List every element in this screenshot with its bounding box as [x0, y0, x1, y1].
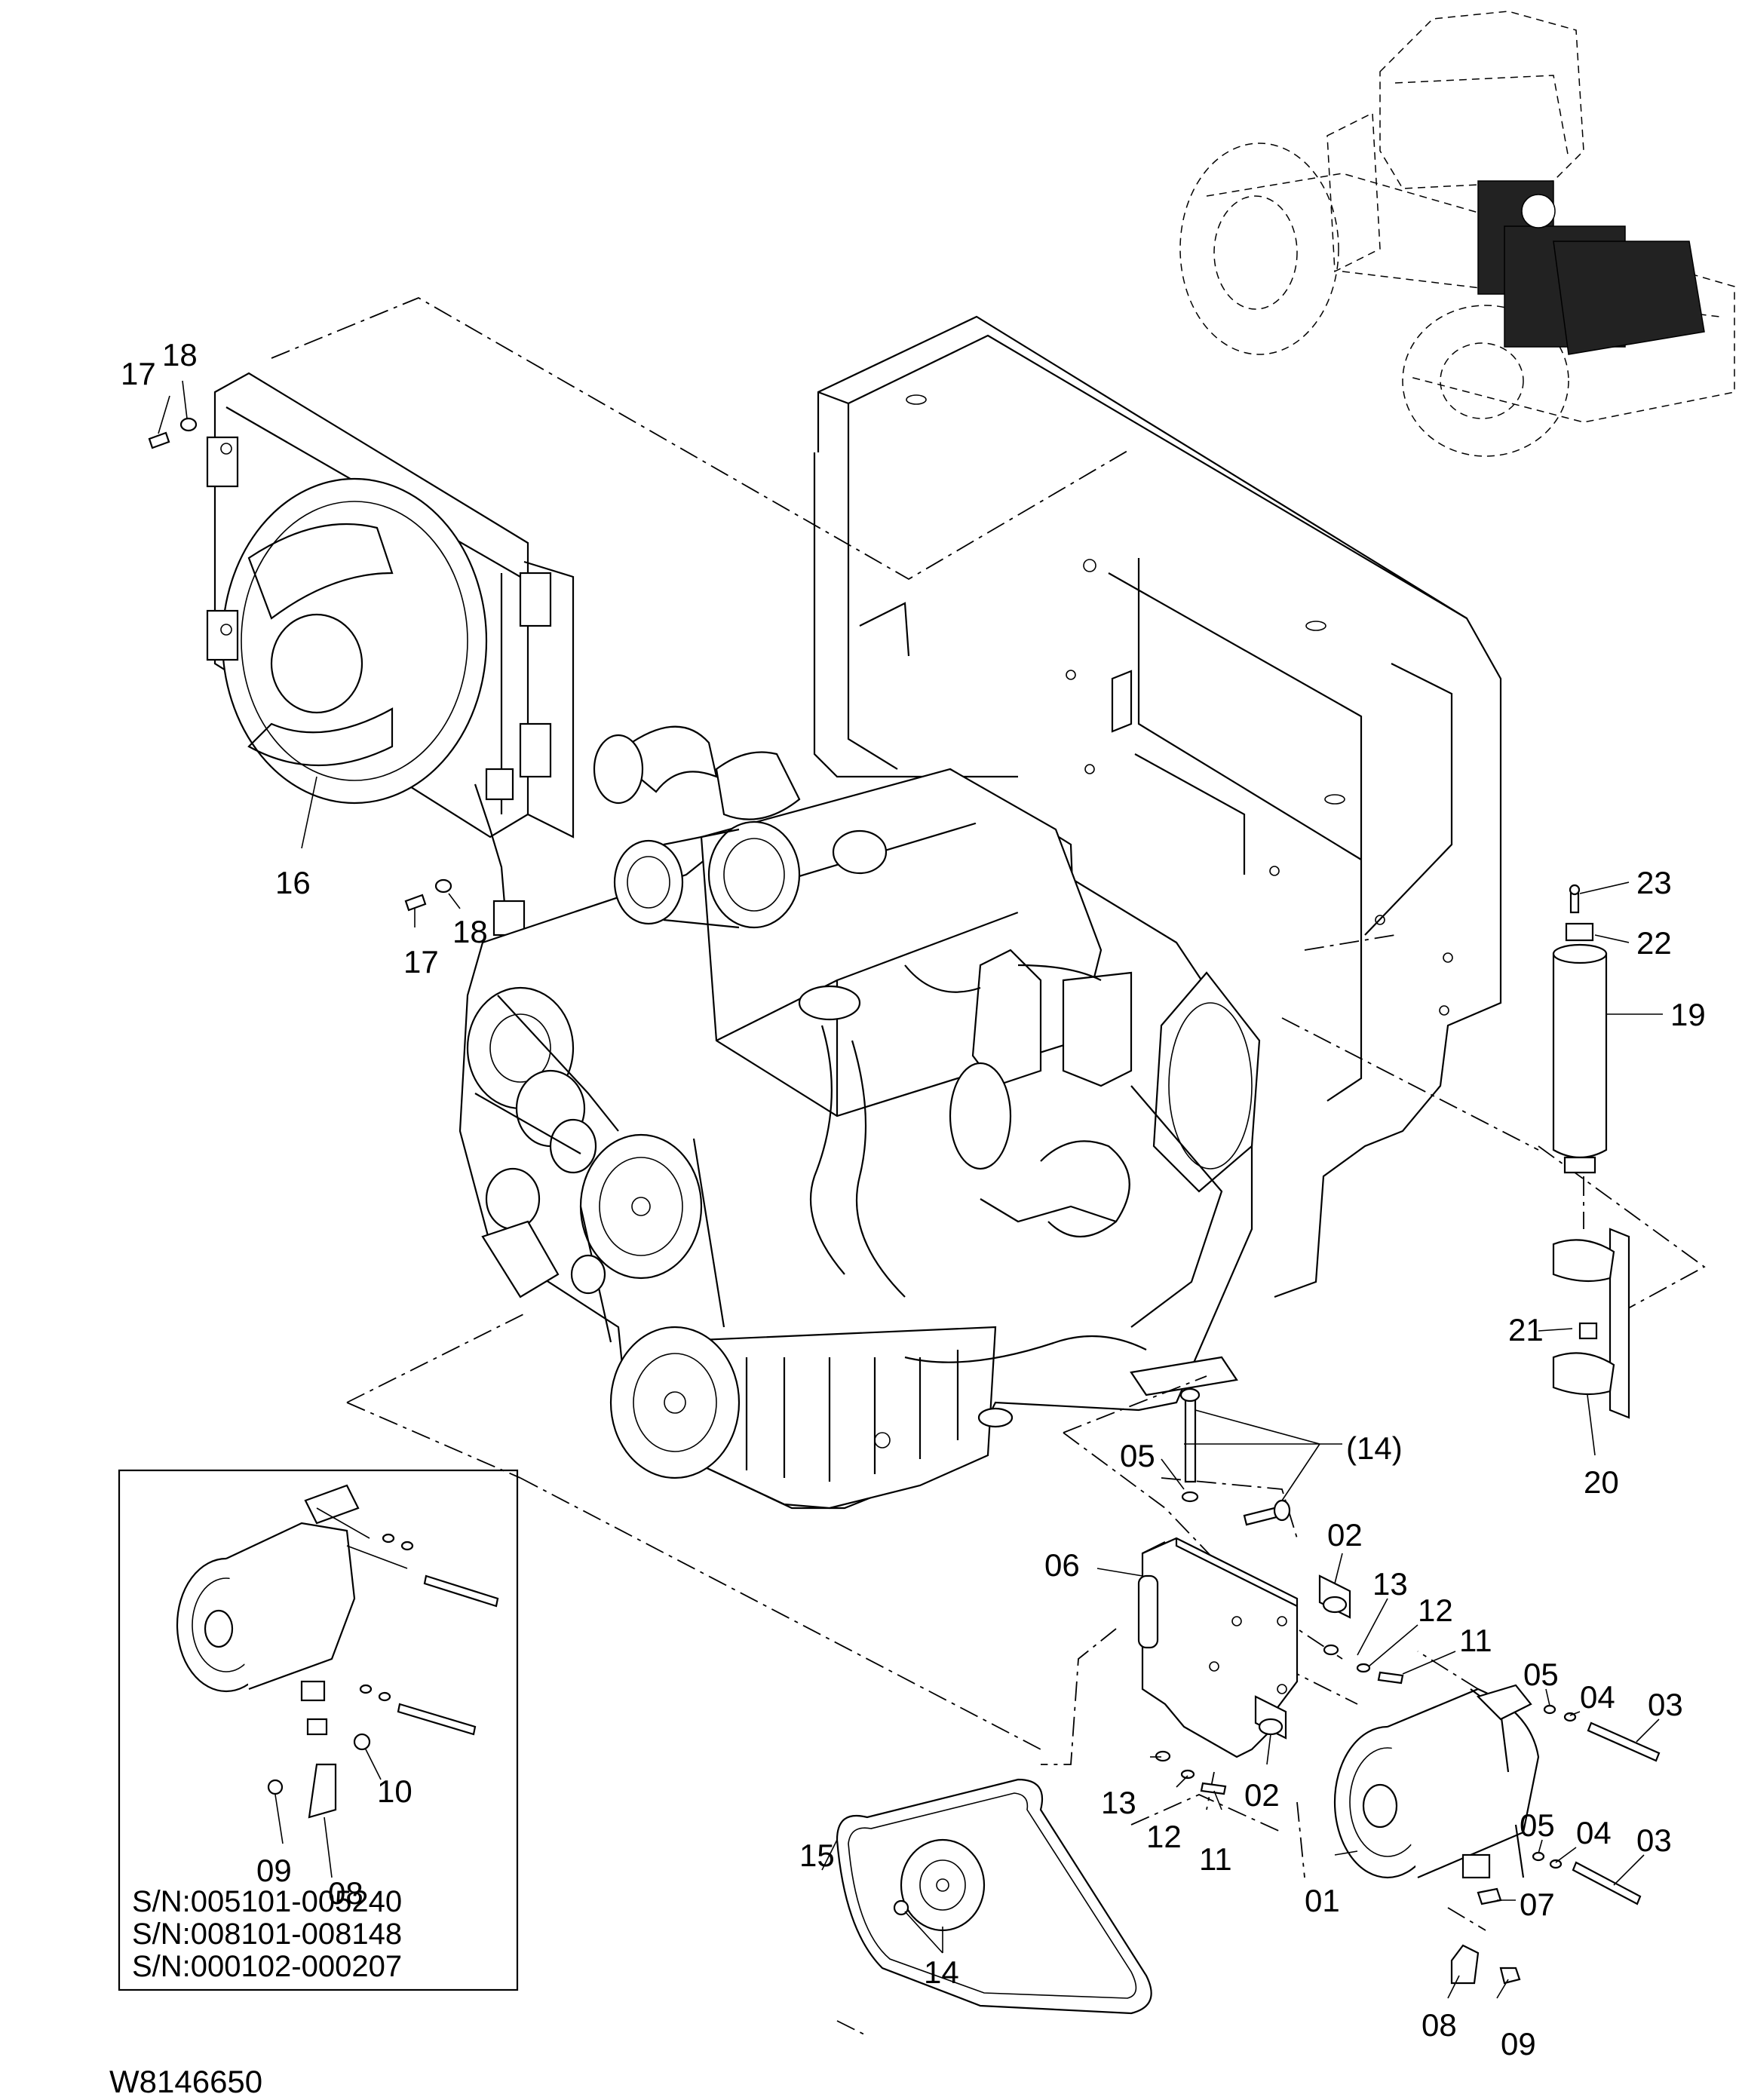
callout-13-lower: 13: [1101, 1785, 1136, 1820]
callout-04-lower: 04: [1576, 1815, 1612, 1850]
callout-16: 16: [275, 865, 311, 900]
callout-11-upper: 11: [1459, 1623, 1492, 1658]
callout-04-upper: 04: [1580, 1679, 1615, 1715]
callout-02-lower: 02: [1244, 1777, 1280, 1813]
spacers-and-washers: [1155, 1574, 1577, 1869]
drive-belt: [836, 1778, 1152, 2015]
callout-09-inset: 09: [256, 1853, 292, 1888]
variant-inset: [118, 1469, 519, 1991]
callout-03-lower: 03: [1636, 1823, 1672, 1858]
callout-06: 06: [1044, 1547, 1080, 1583]
receiver-bracket: [1552, 1228, 1630, 1419]
radiator-hardware: [148, 417, 452, 912]
callout-11-lower: 11: [1199, 1841, 1232, 1877]
receiver-dryer: [1552, 884, 1608, 1174]
callout-18-top: 18: [162, 337, 198, 372]
callout-05-upper: 05: [1523, 1657, 1559, 1692]
callout-14-set: (14): [1346, 1430, 1403, 1466]
drawing-reference-code: W8146650: [109, 2064, 262, 2099]
reference-lines: [271, 297, 1706, 2037]
serial-range-1: S/N:005101-005240: [132, 1885, 402, 1918]
callout-08-main: 08: [1422, 2007, 1457, 2043]
callout-05-bolt: 05: [1120, 1438, 1155, 1473]
callout-19: 19: [1670, 997, 1706, 1032]
callout-05-lower: 05: [1520, 1807, 1555, 1843]
bolt-set-14: [1179, 1387, 1291, 1526]
callout-21: 21: [1508, 1312, 1544, 1347]
ac-compressor: [1333, 1684, 1661, 1985]
callout-22: 22: [1636, 925, 1672, 961]
callout-17-top: 17: [121, 356, 156, 391]
callout-labels: 17 18 16 17 18 23 22 19 21 20 05 (14) 06…: [121, 337, 1706, 2062]
callout-14-pulley: 14: [924, 1954, 959, 1990]
turbocharger: [593, 725, 888, 929]
callout-10-inset: 10: [377, 1774, 412, 1809]
callout-23: 23: [1636, 865, 1672, 900]
callout-12-upper: 12: [1418, 1593, 1453, 1628]
callout-09-main: 09: [1501, 2026, 1536, 2062]
callout-08-inset: 08: [328, 1875, 363, 1911]
callout-13-upper: 13: [1372, 1566, 1408, 1602]
callout-20: 20: [1584, 1464, 1619, 1500]
serial-range-3: S/N:000102-000207: [132, 1950, 402, 1983]
callout-07: 07: [1520, 1887, 1555, 1922]
callout-17-bottom: 17: [403, 944, 439, 979]
callout-12-lower: 12: [1146, 1819, 1182, 1854]
callout-01: 01: [1305, 1883, 1340, 1918]
serial-range-2: S/N:008101-008148: [132, 1918, 402, 1951]
inset-serial-list: S/N:005101-005240 S/N:008101-008148 S/N:…: [132, 1885, 402, 1983]
machine-locator-view: [1179, 11, 1735, 457]
callout-18-bottom: 18: [452, 914, 488, 949]
callout-15: 15: [799, 1838, 835, 1873]
callout-02-upper: 02: [1327, 1517, 1363, 1553]
radiator-fan-assembly: [206, 372, 575, 937]
leader-lines: [158, 380, 1663, 1999]
callout-03-upper: 03: [1648, 1687, 1683, 1722]
engine-front-pulleys: [466, 986, 741, 1479]
